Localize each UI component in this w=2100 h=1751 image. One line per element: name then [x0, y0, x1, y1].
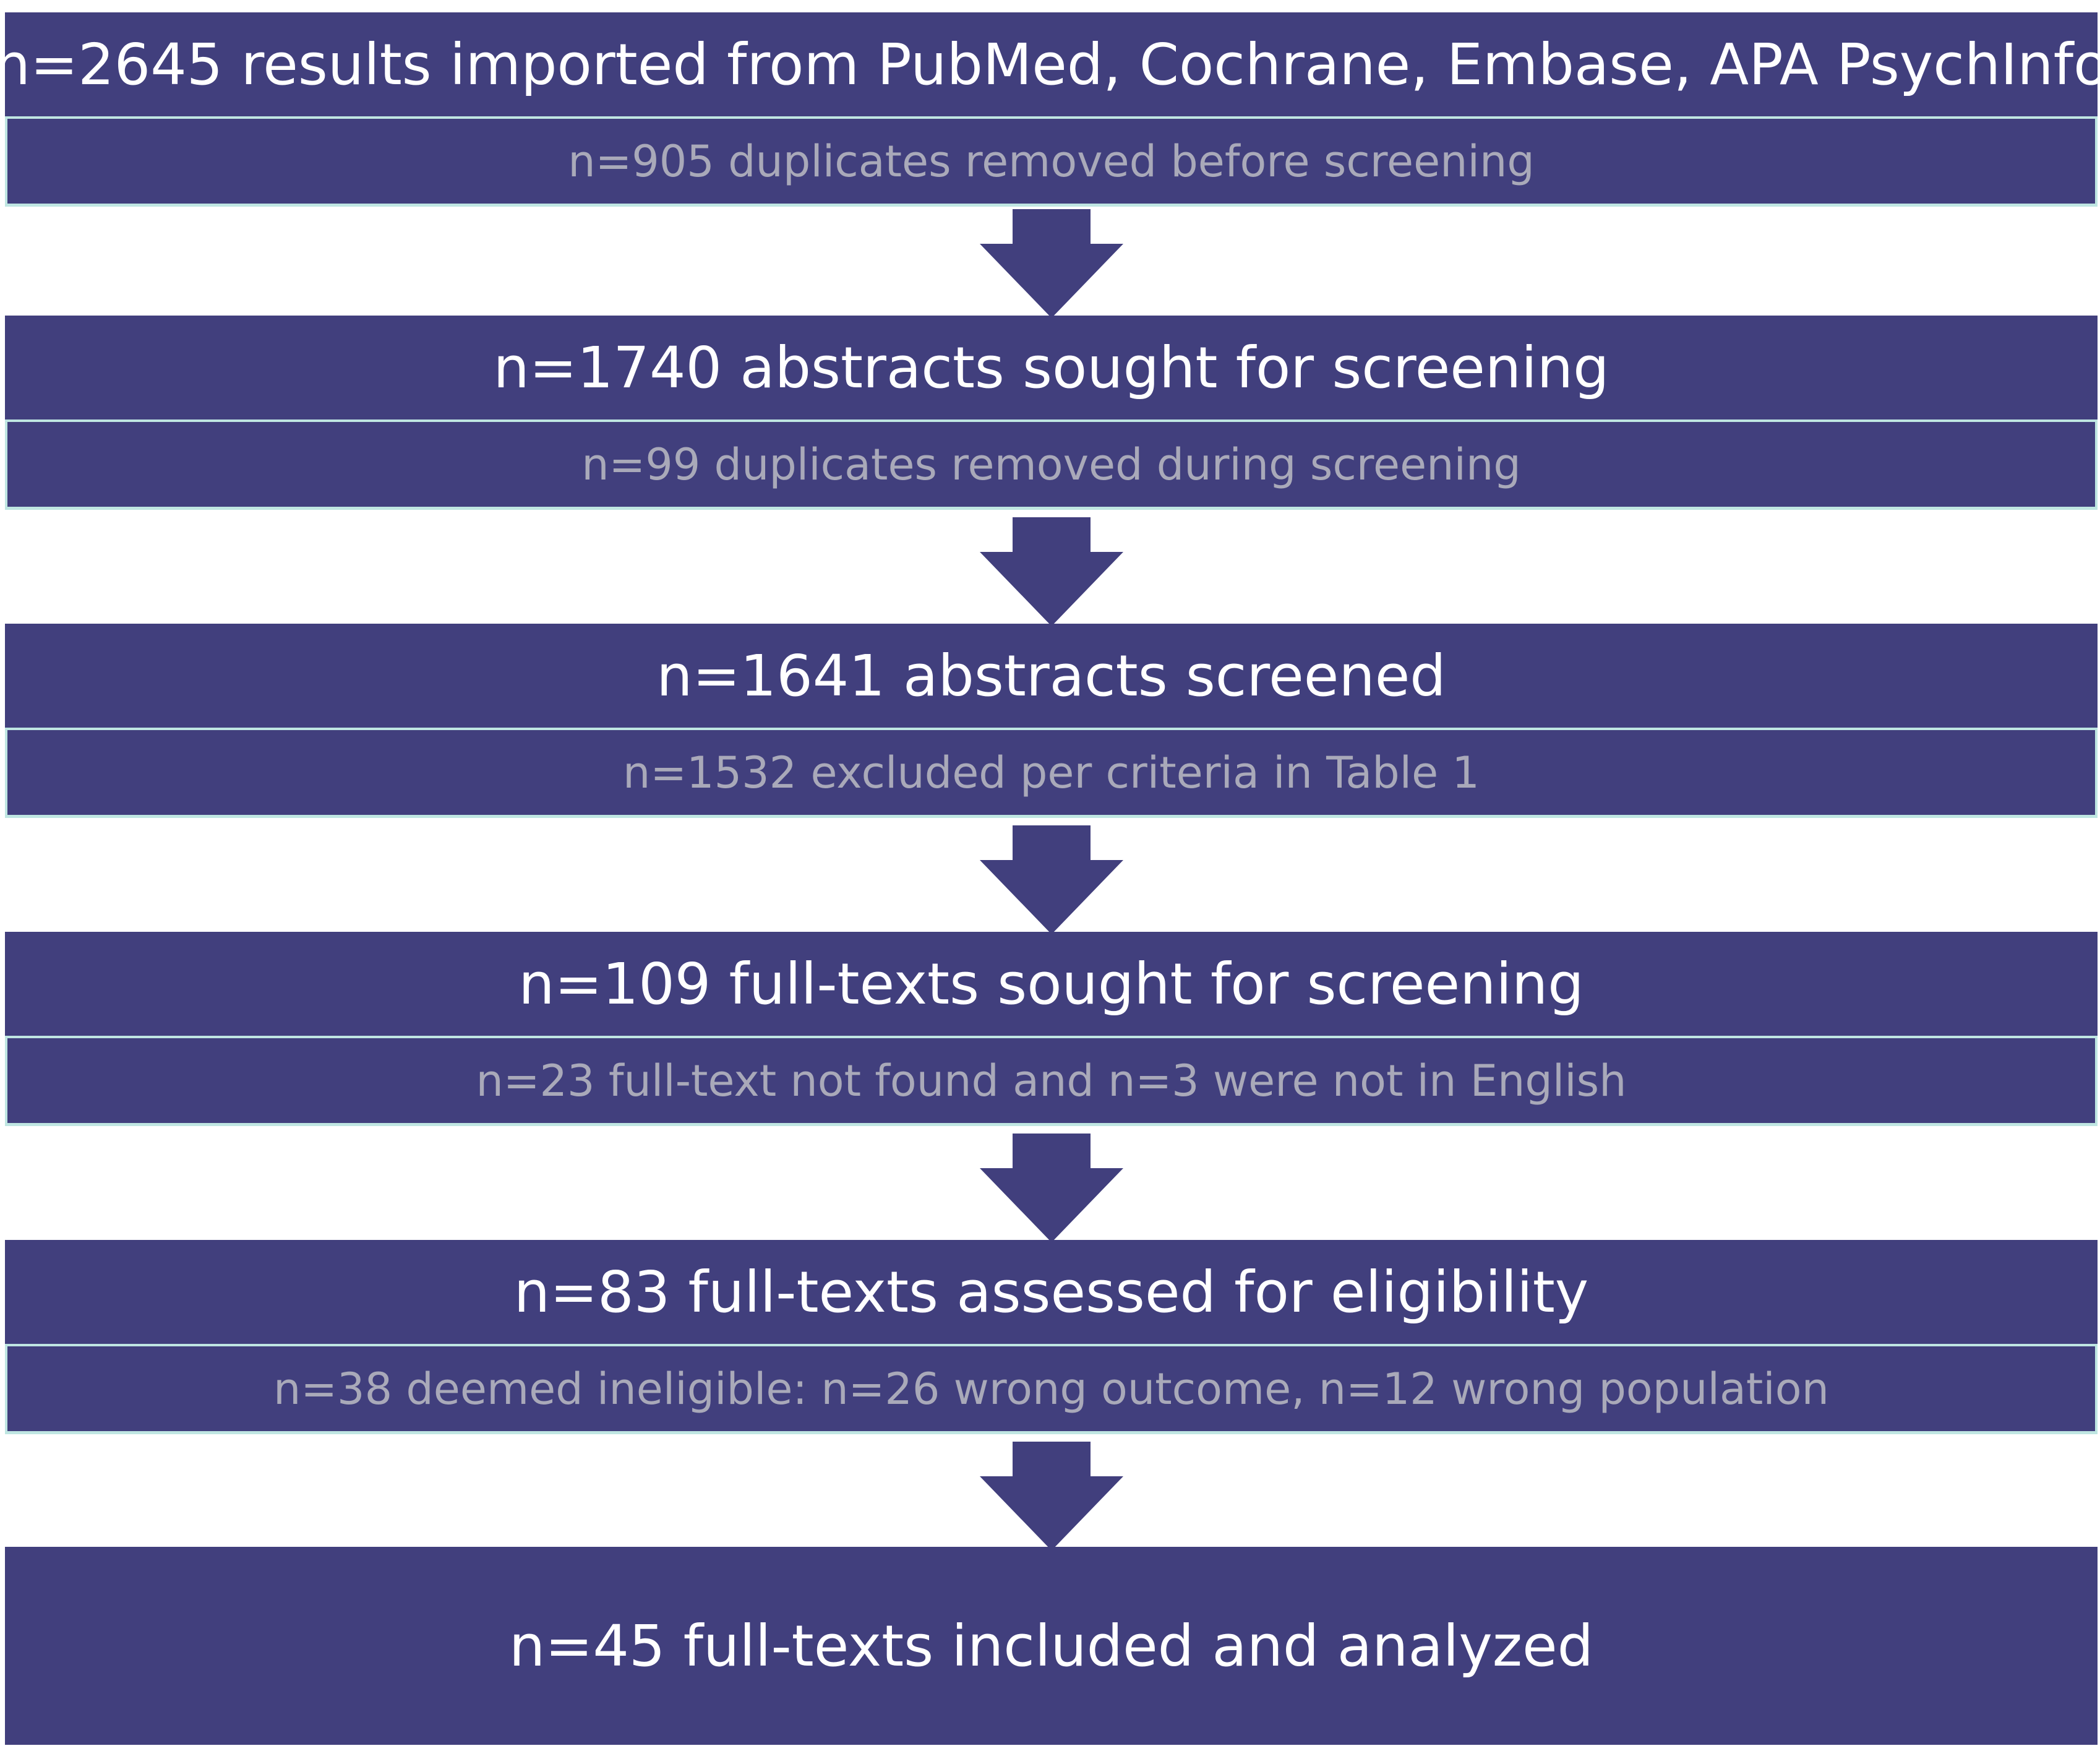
down-arrow-icon [980, 517, 1123, 626]
down-arrow-icon [980, 1442, 1123, 1551]
down-arrow-icon [980, 209, 1123, 318]
full-texts-not-retrieved-box: n=23 full-text not found and n=3 were no… [5, 1036, 2098, 1126]
abstracts-sought-box: n=1740 abstracts sought for screening [5, 316, 2098, 419]
abstracts-screened-box: n=1641 abstracts screened [5, 624, 2098, 728]
full-texts-sought-box: n=109 full-texts sought for screening [5, 932, 2098, 1036]
duplicates-removed-during-screening-box: n=99 duplicates removed during screening [5, 419, 2098, 510]
full-texts-assessed-box: n=83 full-texts assessed for eligibility [5, 1240, 2098, 1344]
down-arrow-icon [980, 1134, 1123, 1242]
records-identified-box: n=2645 results imported from PubMed, Coc… [5, 12, 2098, 116]
abstracts-excluded-box: n=1532 excluded per criteria in Table 1 [5, 728, 2098, 818]
studies-included-box: n=45 full-texts included and analyzed [5, 1547, 2098, 1745]
down-arrow-icon [980, 825, 1123, 934]
full-texts-ineligible-box: n=38 deemed ineligible: n=26 wrong outco… [5, 1344, 2098, 1434]
duplicates-removed-before-screening-box: n=905 duplicates removed before screenin… [5, 116, 2098, 207]
